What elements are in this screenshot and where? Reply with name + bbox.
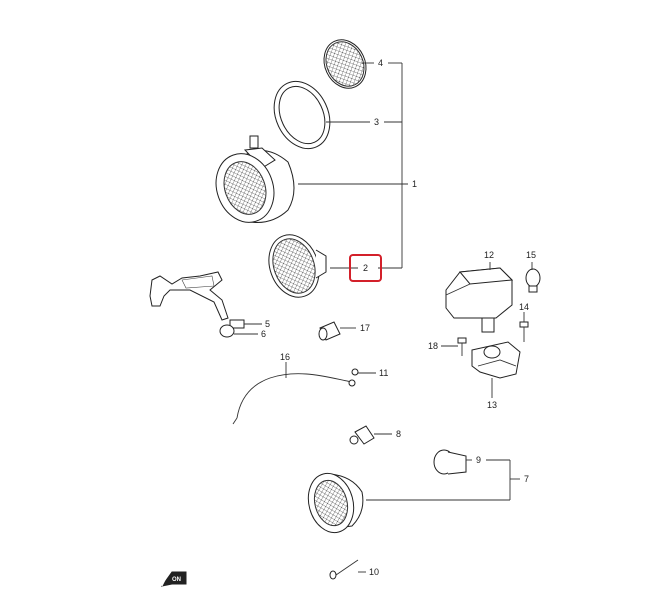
part-18-bolt[interactable] bbox=[457, 337, 467, 356]
callout-13[interactable]: 13 bbox=[487, 400, 497, 410]
part-9-socket[interactable] bbox=[433, 449, 467, 475]
part-7-fog-lamp[interactable] bbox=[302, 468, 364, 537]
callout-1[interactable]: 1 bbox=[412, 179, 417, 189]
part-16-wire-harness[interactable] bbox=[232, 373, 353, 425]
callout-4[interactable]: 4 bbox=[378, 58, 383, 68]
part-13-lamp-bracket[interactable] bbox=[471, 341, 521, 379]
callout-6[interactable]: 6 bbox=[261, 329, 266, 339]
callout-14[interactable]: 14 bbox=[519, 302, 529, 312]
front-arrow-icon: ON bbox=[160, 571, 187, 587]
part-11-screw[interactable] bbox=[348, 368, 359, 387]
callout-18[interactable]: 18 bbox=[428, 341, 438, 351]
callout-17[interactable]: 17 bbox=[360, 323, 370, 333]
part-10-bolt[interactable] bbox=[329, 559, 359, 580]
highlight-box bbox=[349, 254, 382, 282]
part-4-lens[interactable] bbox=[316, 33, 373, 95]
part-1-headlight-housing[interactable] bbox=[207, 135, 295, 230]
callout-12[interactable]: 12 bbox=[484, 250, 494, 260]
callout-labels: 4 3 1 2 12 15 14 5 6 17 18 16 11 13 8 9 … bbox=[261, 58, 536, 577]
part-2-sealed-beam[interactable] bbox=[261, 228, 328, 305]
callout-9[interactable]: 9 bbox=[476, 455, 481, 465]
callout-5[interactable]: 5 bbox=[265, 319, 270, 329]
headlight-bracket[interactable] bbox=[149, 271, 229, 321]
callout-7[interactable]: 7 bbox=[524, 474, 529, 484]
callout-8[interactable]: 8 bbox=[396, 429, 401, 439]
direction-label: ON bbox=[172, 577, 181, 583]
callout-11[interactable]: 11 bbox=[379, 368, 388, 378]
callout-3[interactable]: 3 bbox=[374, 117, 379, 127]
callout-2[interactable]: 2 bbox=[363, 263, 368, 273]
part-12-lamp-housing[interactable] bbox=[445, 267, 514, 333]
part-15-bulb[interactable] bbox=[525, 268, 541, 293]
part-6-grommet[interactable] bbox=[219, 324, 235, 338]
part-14-bolt[interactable] bbox=[519, 321, 529, 342]
callout-10[interactable]: 10 bbox=[369, 567, 379, 577]
part-17-spacer[interactable] bbox=[318, 321, 341, 341]
callout-16[interactable]: 16 bbox=[280, 352, 290, 362]
callout-15[interactable]: 15 bbox=[526, 250, 536, 260]
part-8-bulb[interactable] bbox=[349, 425, 375, 445]
part-3-rim[interactable] bbox=[264, 72, 341, 157]
